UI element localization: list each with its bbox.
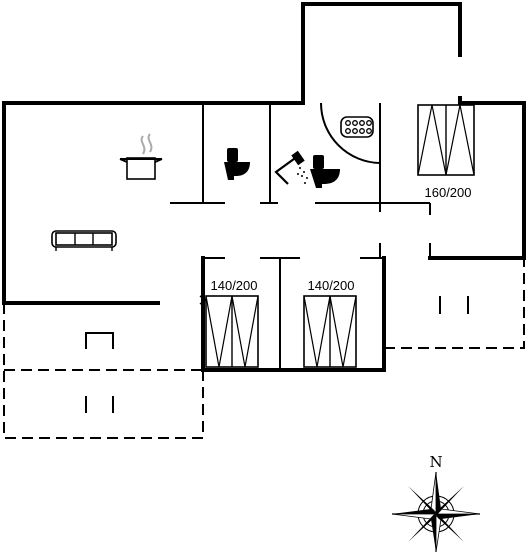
bed-size-label: 140/200 [211,278,258,293]
bed-size-label: 160/200 [425,185,472,200]
toilet-icon [224,148,250,180]
outdoor-furniture [85,296,469,413]
toilet-icon [310,155,340,188]
north-label: N [429,453,442,471]
terraces [3,258,525,439]
whirlpool-icon [320,102,381,164]
bed-icon [303,295,357,368]
interior-walls [170,103,431,370]
bed-size-label: 140/200 [308,278,355,293]
bed-icon [205,295,259,368]
sofa-icon [51,230,117,251]
bed-icon [417,104,475,176]
shower-icon [274,150,308,185]
cooking-pot-icon [119,133,163,180]
compass-rose: N [391,453,481,553]
